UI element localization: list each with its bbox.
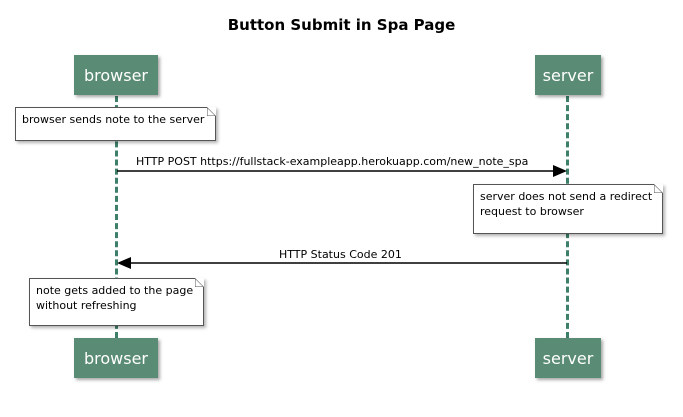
diagram-title: Button Submit in Spa Page bbox=[227, 16, 456, 34]
note-fold-icon bbox=[195, 278, 204, 287]
note-line: without refreshing bbox=[36, 299, 137, 312]
note-browser-sends: browser sends note to the server bbox=[15, 107, 216, 141]
note-server-no-redirect: server does not send a redirect request … bbox=[473, 184, 663, 234]
message-http-status: HTTP Status Code 201 bbox=[279, 248, 402, 261]
browser-lifeline bbox=[115, 96, 118, 338]
message-http-post: HTTP POST https://fullstack-exampleapp.h… bbox=[136, 155, 529, 168]
participant-server-bottom: server bbox=[535, 338, 601, 378]
note-fold-icon bbox=[654, 184, 663, 193]
note-line: note gets added to the page bbox=[36, 284, 194, 297]
request-arrowhead bbox=[553, 165, 567, 177]
note-fold-icon bbox=[207, 107, 216, 116]
participant-server-top: server bbox=[535, 55, 601, 95]
response-arrowhead bbox=[117, 257, 131, 269]
note-added-to-page: note gets added to the page without refr… bbox=[29, 278, 204, 326]
note-line: browser sends note to the server bbox=[22, 113, 205, 126]
participant-browser-top: browser bbox=[74, 55, 158, 95]
note-line: request to browser bbox=[480, 205, 584, 218]
participant-browser-bottom: browser bbox=[74, 338, 158, 378]
note-line: server does not send a redirect bbox=[480, 190, 653, 203]
